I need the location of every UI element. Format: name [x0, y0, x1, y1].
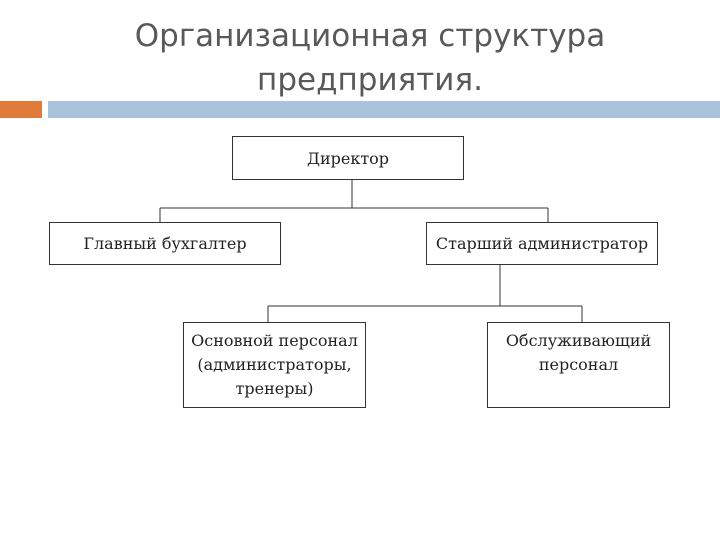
node-chief-accountant: Главный бухгалтер	[49, 222, 281, 265]
title-line-1: Организационная структура	[134, 18, 606, 54]
node-chief-accountant-label: Главный бухгалтер	[83, 234, 247, 253]
node-service-staff: Обслуживающий персонал	[487, 322, 670, 408]
node-service-staff-label: Обслуживающий персонал	[505, 331, 652, 374]
accent-bar-orange	[0, 101, 42, 118]
node-main-staff-label: Основной персонал (администраторы, трене…	[191, 331, 358, 398]
node-main-staff: Основной персонал (администраторы, трене…	[183, 322, 366, 408]
title-line-2: предприятия.	[257, 62, 483, 98]
node-senior-administrator-label: Старший администратор	[435, 234, 649, 253]
accent-bar-blue	[48, 101, 720, 118]
node-director: Директор	[232, 136, 464, 180]
slide-title: Организационная структура предприятия.	[0, 14, 720, 102]
node-senior-administrator: Старший администратор	[426, 222, 658, 265]
node-director-label: Директор	[306, 148, 390, 168]
